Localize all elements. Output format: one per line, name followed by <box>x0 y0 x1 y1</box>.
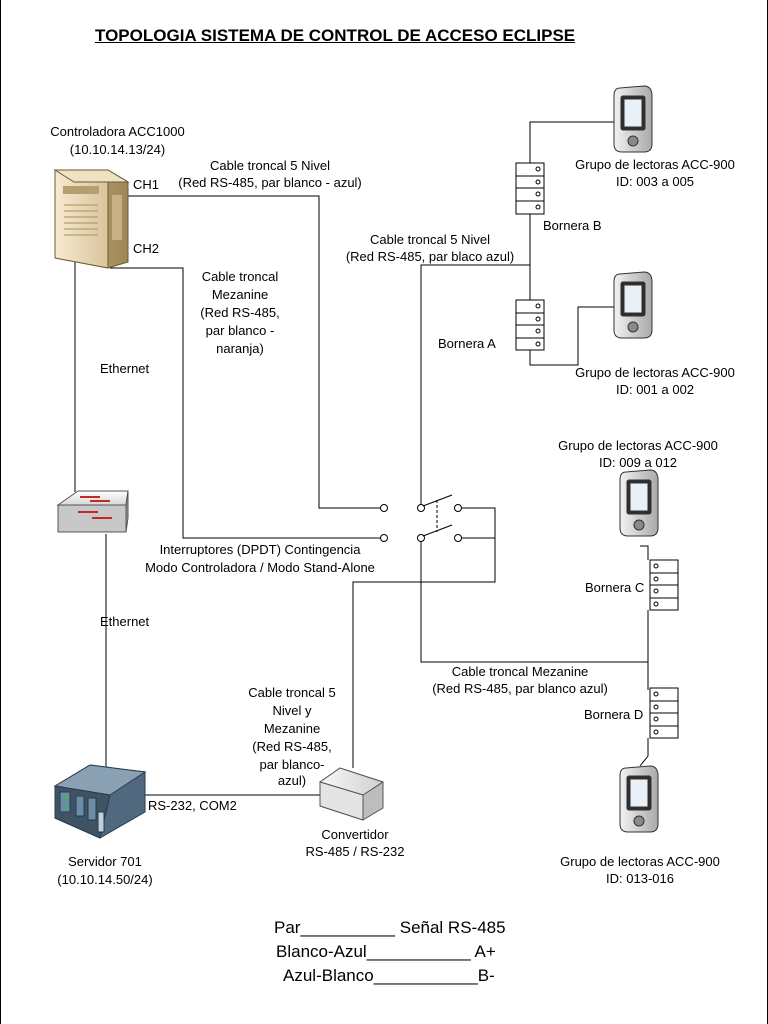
reader-device-icon <box>619 765 659 833</box>
cable-converter-line1: Cable troncal 5 <box>248 685 336 700</box>
diagram-title: TOPOLOGIA SISTEMA DE CONTROL DE ACCESO E… <box>95 26 576 45</box>
reader-group-second-line1: Grupo de lectoras ACC-900 <box>575 365 735 380</box>
controller-tower-icon <box>53 169 130 269</box>
bornera-c-icon <box>649 559 679 611</box>
switch-contact <box>417 534 425 542</box>
wire-switch-to-converter <box>352 507 496 768</box>
controller-name: Controladora ACC1000 <box>50 124 185 139</box>
wire-bornera-c-reader <box>640 545 649 560</box>
cable-mezzanine-ch2-line5: naranja) <box>216 341 264 356</box>
reader-device-icon <box>619 469 659 537</box>
wire-mezzanine-to-c-d <box>420 538 648 663</box>
bornera-a-icon <box>515 299 545 351</box>
reader-group-second-line2: ID: 001 a 002 <box>615 382 695 397</box>
rs232-label: RS-232, COM2 <box>148 798 237 813</box>
cable-converter-line2: Nivel y <box>272 703 312 718</box>
bornera-d-icon <box>649 687 679 739</box>
switch-contact <box>454 534 462 542</box>
cable-trunk-ch1-line1: Cable troncal 5 Nivel <box>210 158 330 173</box>
dpdt-switch-label-line2: Modo Controladora / Modo Stand-Alone <box>145 560 375 575</box>
switch-contact <box>454 504 462 512</box>
bornera-c-label: Bornera C <box>585 580 645 595</box>
cable-converter-line6: azul) <box>277 773 307 788</box>
server-name: Servidor 701 <box>68 854 142 869</box>
cable-converter-line3: Mezanine <box>263 721 321 736</box>
reader-group-third-line2: ID: 009 a 012 <box>598 455 678 470</box>
ethernet-label-top: Ethernet <box>100 361 150 376</box>
bornera-d-label: Bornera D <box>584 707 644 722</box>
page-border-left <box>0 0 1 1024</box>
cable-mezzanine-ch2-line1: Cable troncal <box>201 269 279 284</box>
converter-label-line1: Convertidor <box>321 827 389 842</box>
cable-mezzanine-ch2-line4: par blanco - <box>205 323 275 338</box>
switch-contact <box>380 504 388 512</box>
cable-converter-line4: (Red RS-485, <box>252 739 332 754</box>
reader-group-top-line2: ID: 003 a 005 <box>615 174 695 189</box>
cable-trunk-b-line1: Cable troncal 5 Nivel <box>370 232 490 247</box>
dpdt-switch <box>380 494 462 542</box>
controller-ip: (10.10.14.13/24) <box>69 142 166 157</box>
bornera-a-label: Bornera A <box>438 336 496 351</box>
cable-mezzanine-ch2-line2: Mezanine <box>211 287 269 302</box>
cable-trunk-ch1-line2: (Red RS-485, par blanco - azul) <box>178 175 362 190</box>
wire-ch2-mezzanine <box>110 267 383 539</box>
cable-mezzanine-d-line1: Cable troncal Mezanine <box>451 664 589 679</box>
cable-mezzanine-ch2-line3: (Red RS-485, <box>200 305 280 320</box>
wire-bornera-d-reader <box>639 738 649 767</box>
wiring <box>74 121 649 796</box>
reader-group-bottom-line1: Grupo de lectoras ACC-900 <box>560 854 720 869</box>
switch-contact <box>380 534 388 542</box>
ethernet-label-bottom: Ethernet <box>100 614 150 629</box>
controller-ch2-label: CH2 <box>133 241 160 256</box>
reader-group-bottom-line2: ID: 013-016 <box>606 871 674 886</box>
reader-device-icon <box>613 85 653 153</box>
legend-row-header: Par__________ Señal RS-485 <box>274 918 506 937</box>
cable-trunk-b-line2: (Red RS-485, par blaco azul) <box>345 249 515 264</box>
converter-box-icon <box>318 767 385 821</box>
reader-group-top-line1: Grupo de lectoras ACC-900 <box>575 157 735 172</box>
wire-bornera-a-reader <box>529 306 625 366</box>
legend-row-blue-white: Azul-Blanco___________B- <box>283 966 495 985</box>
controller-ch1-label: CH1 <box>133 177 160 192</box>
dpdt-switch-label-line1: Interruptores (DPDT) Contingencia <box>159 542 361 557</box>
rack-server-icon <box>53 764 147 839</box>
converter-label-line2: RS-485 / RS-232 <box>305 844 405 859</box>
cable-mezzanine-d-line2: (Red RS-485, par blanco azul) <box>432 681 608 696</box>
wire-trunk-to-bornera-a <box>420 264 531 508</box>
wire-bornera-b-reader <box>529 121 625 163</box>
reader-group-third-line1: Grupo de lectoras ACC-900 <box>558 438 718 453</box>
bornera-b-icon <box>515 162 545 215</box>
server-ip: (10.10.14.50/24) <box>57 872 153 887</box>
network-switch-icon <box>56 490 129 533</box>
reader-device-icon <box>613 271 653 339</box>
cable-converter-line5: par blanco- <box>259 757 325 772</box>
switch-contact <box>417 504 425 512</box>
legend-row-white-blue: Blanco-Azul___________ A+ <box>276 942 496 961</box>
wire-ch1-trunk <box>127 195 383 509</box>
bornera-b-label: Bornera B <box>543 218 602 233</box>
